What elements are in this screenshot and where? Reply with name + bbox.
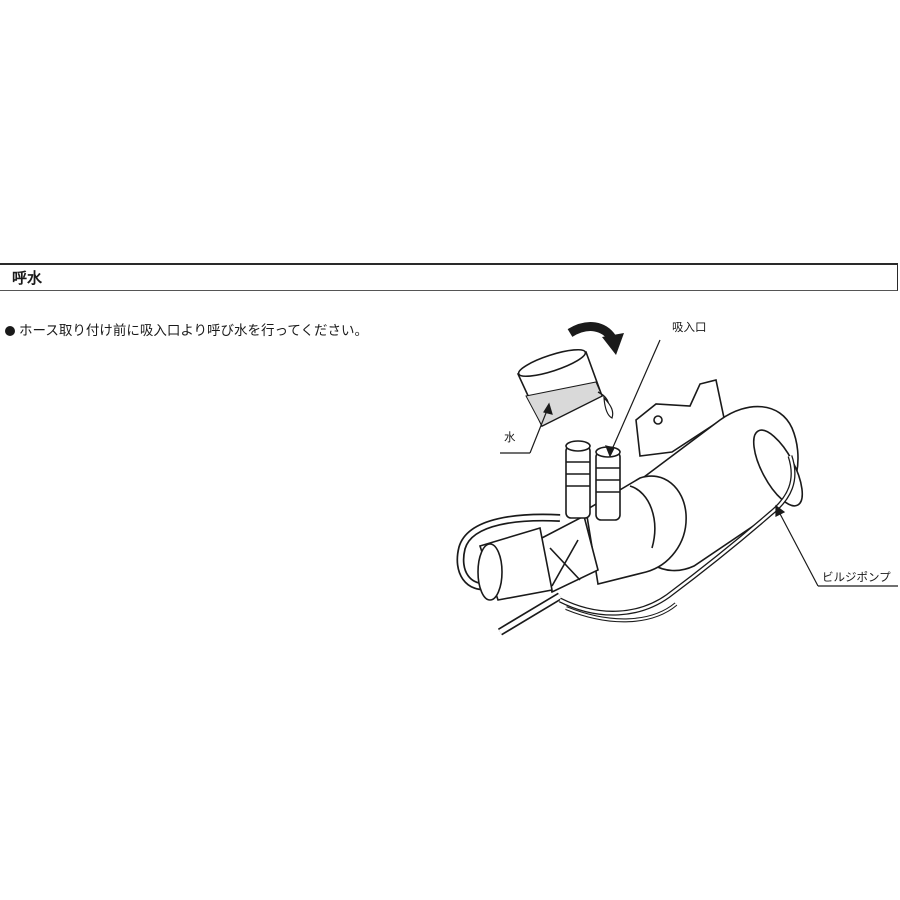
pump-label: ビルジポンプ	[822, 570, 891, 584]
priming-illustration: 吸入口 水 ビルジポンプ	[456, 320, 898, 636]
bullet-icon	[5, 326, 15, 336]
instruction-item: ホース取り付け前に吸入口より呼び水を行ってください。	[5, 322, 368, 340]
instruction-text: ホース取り付け前に吸入口より呼び水を行ってください。	[19, 323, 368, 339]
bilge-pump-illustration	[456, 379, 804, 636]
measuring-cup-icon	[516, 348, 614, 428]
callout-leaders	[500, 339, 898, 587]
section-header: 呼水	[0, 263, 898, 291]
section-title: 呼水	[12, 269, 43, 287]
curved-arrow-icon	[567, 322, 624, 355]
water-label: 水	[504, 430, 516, 444]
inlet-label: 吸入口	[672, 320, 707, 334]
